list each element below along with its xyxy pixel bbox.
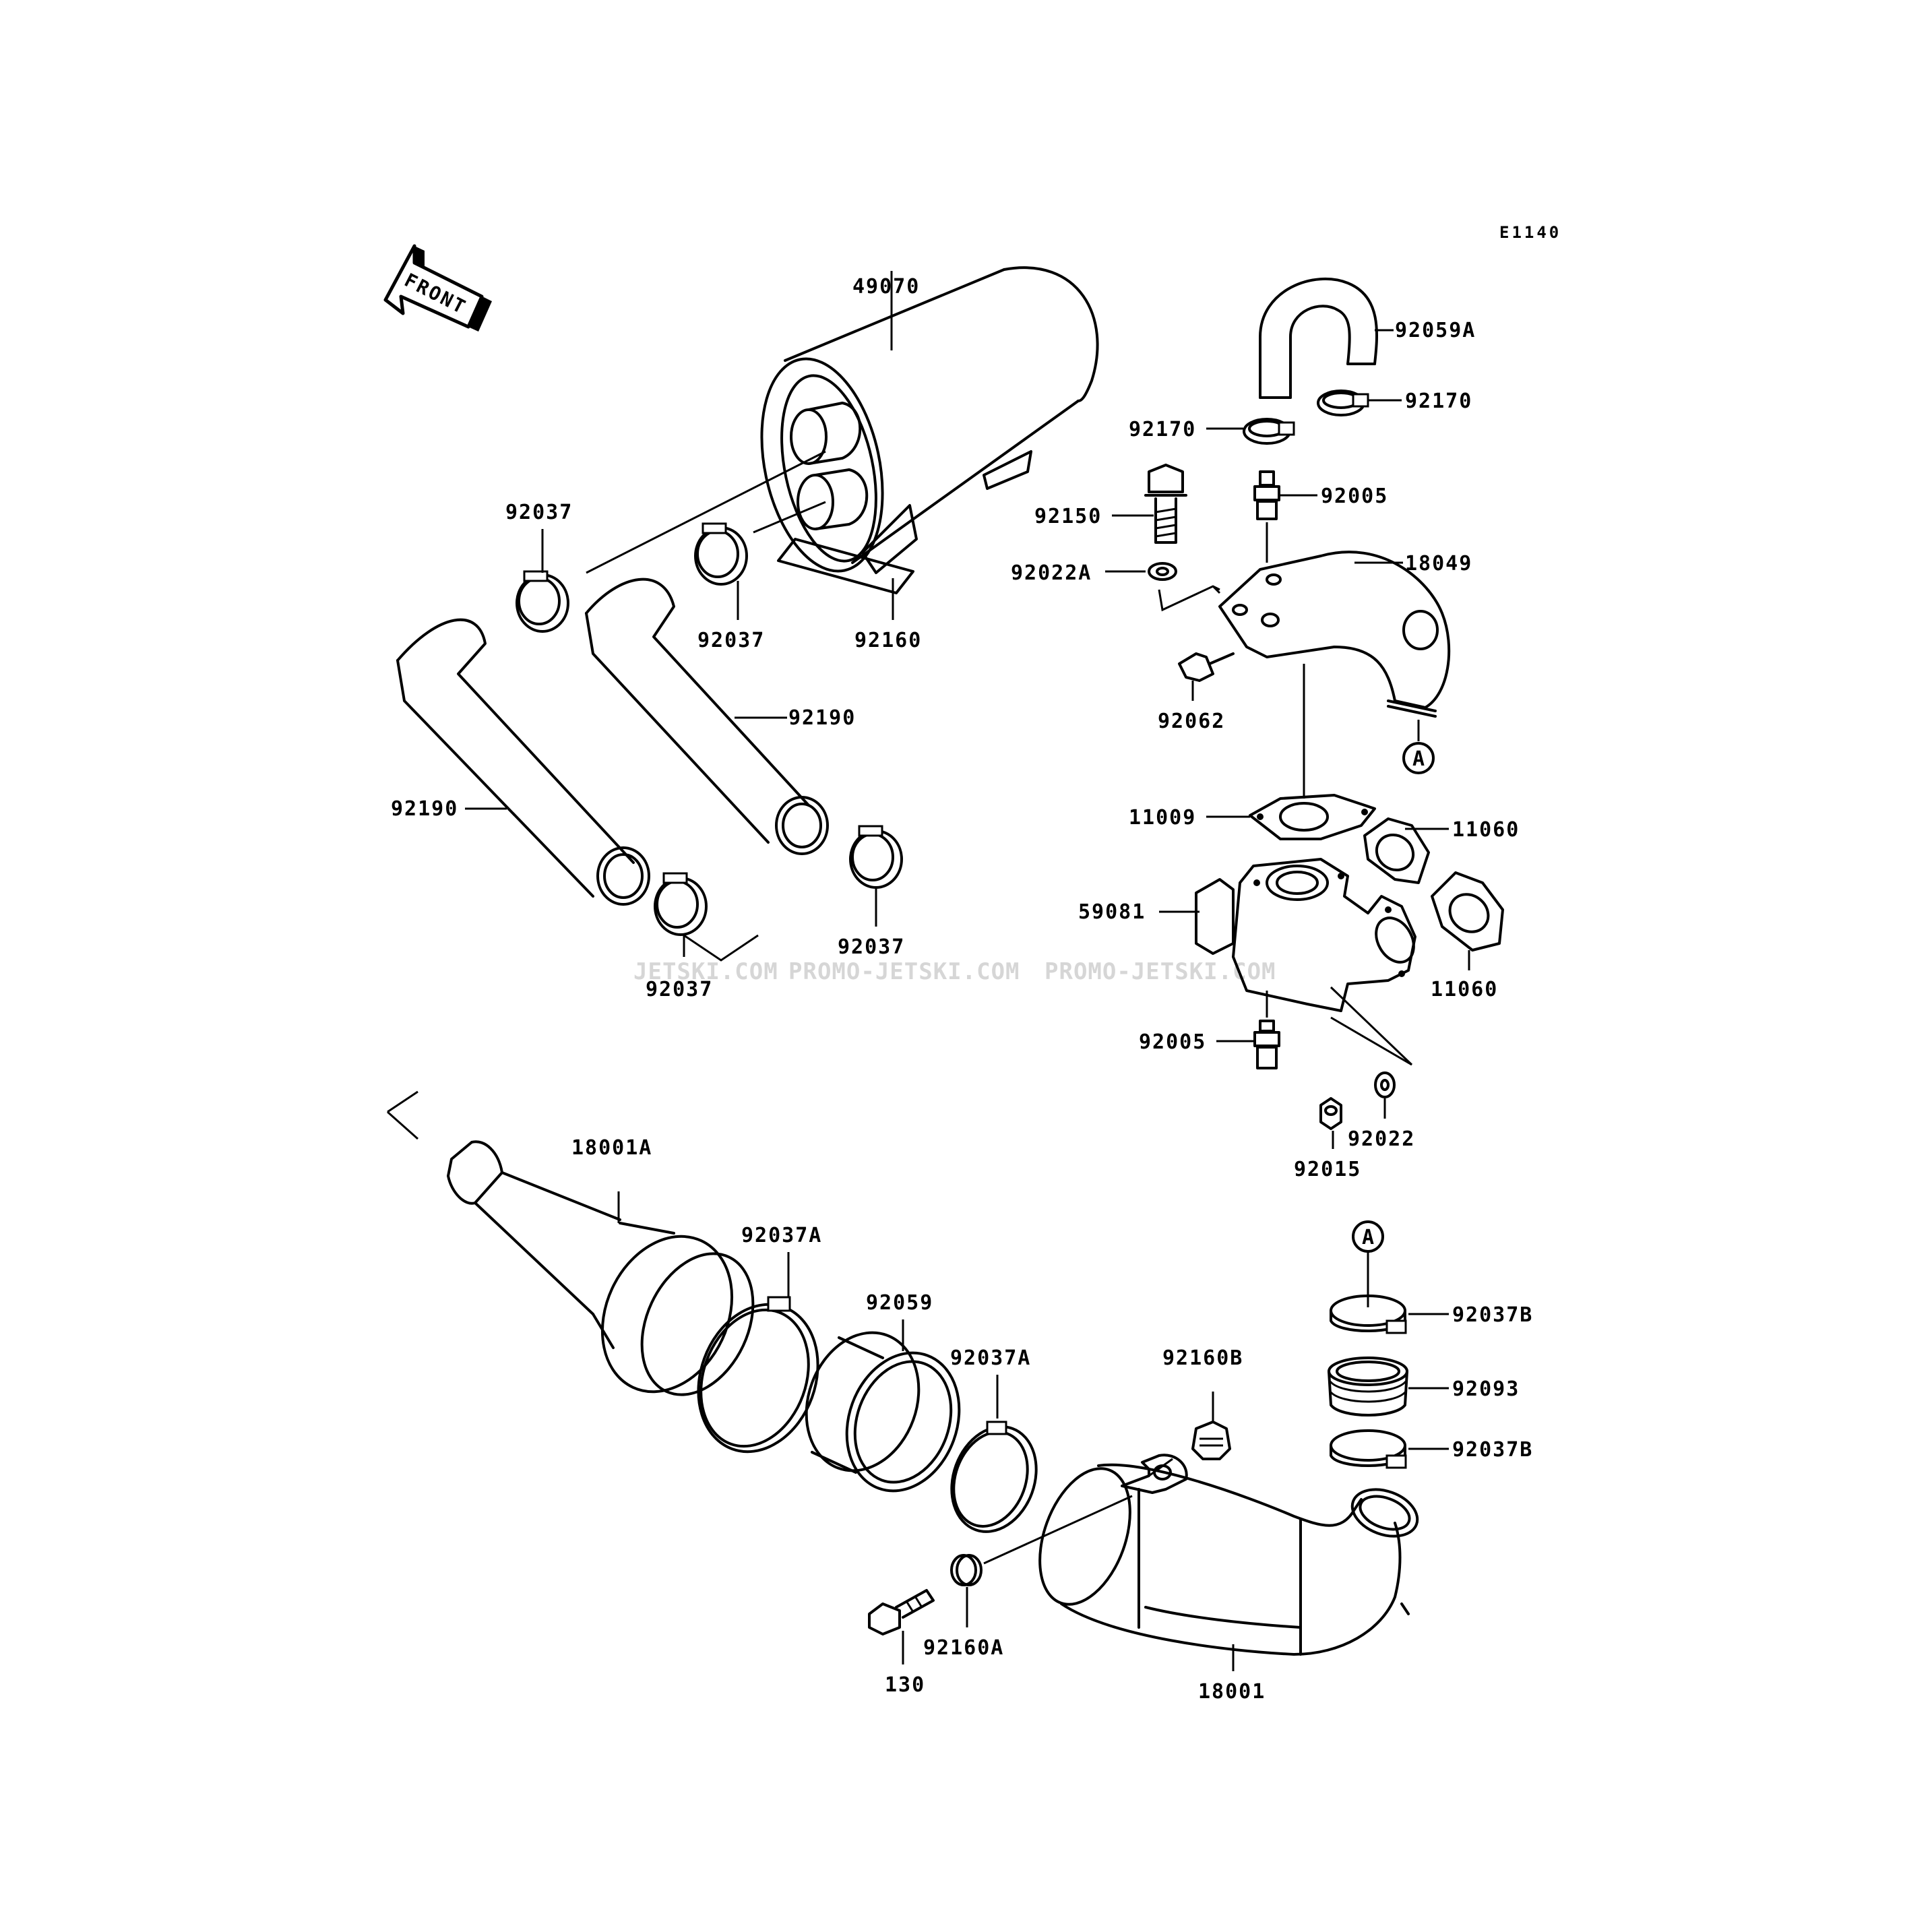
nut-92015 (1319, 1097, 1342, 1130)
label-92037B-bottom: 92037B (1452, 1438, 1533, 1462)
label-92093: 92093 (1452, 1377, 1520, 1401)
svg-text:A: A (1362, 1226, 1375, 1249)
label-92150: 92150 (1034, 505, 1102, 528)
hose-92190-right (585, 578, 829, 855)
pipe-18001 (1038, 1454, 1419, 1656)
pipe-18001A (447, 1140, 755, 1396)
label-92037-a: 92037 (505, 501, 573, 524)
label-92005-bottom: 92005 (1139, 1030, 1206, 1054)
plug-92062 (1178, 652, 1235, 682)
clamp-92037B-top (1330, 1295, 1407, 1334)
coupler-92059 (805, 1331, 961, 1493)
watermark-3: PROMO-JETSKI.COM (1045, 958, 1276, 985)
label-92170-left: 92170 (1129, 418, 1196, 441)
label-92015: 92015 (1294, 1158, 1361, 1181)
label-11060-bottom: 11060 (1431, 978, 1498, 1001)
label-92170-right: 92170 (1405, 389, 1472, 413)
clamp-92170-right (1317, 389, 1369, 416)
clamp-92037A-left (697, 1296, 819, 1454)
label-92190-left: 92190 (391, 797, 458, 821)
bolt-92150 (1144, 464, 1187, 544)
label-92037-d: 92037 (838, 935, 905, 959)
gasket-11060-bottom (1431, 871, 1504, 952)
label-92005-top: 92005 (1321, 485, 1388, 508)
clamp-92037-d (849, 825, 903, 889)
fitting-92005-bottom (1253, 1020, 1280, 1069)
washer-92022A (1148, 562, 1177, 581)
diagram-code: E1140 (1499, 223, 1561, 242)
label-92062: 92062 (1158, 710, 1225, 733)
label-18049: 18049 (1405, 552, 1472, 575)
clamp-92170-left (1243, 418, 1295, 445)
fitting-92005-top (1253, 470, 1280, 520)
manifold-59081 (1195, 858, 1416, 1012)
grommet-92160A (950, 1554, 983, 1586)
watermark-2: PROMO-JETSKI.COM (788, 958, 1020, 985)
gasket-11060-top (1363, 817, 1430, 884)
label-92022A: 92022A (1011, 561, 1092, 585)
label-92037B-top: 92037B (1452, 1303, 1533, 1327)
gasket-11009 (1249, 794, 1376, 840)
label-18001A: 18001A (571, 1136, 652, 1160)
label-59081: 59081 (1078, 900, 1146, 924)
ref-marker-A-bottom: A (1352, 1220, 1384, 1253)
clamp-92037A-right (950, 1421, 1038, 1533)
ref-marker-A-top: A (1402, 742, 1435, 774)
washer-92022 (1374, 1071, 1396, 1098)
label-92059A: 92059A (1395, 319, 1476, 342)
clamp-92037-a (516, 570, 569, 633)
label-92037A-left: 92037A (741, 1224, 822, 1247)
clamp-92037-c (654, 872, 708, 936)
bolt-130 (868, 1589, 935, 1635)
label-11009: 11009 (1129, 806, 1196, 830)
hose-92059A (1259, 277, 1379, 399)
muffler-49070 (760, 266, 1099, 594)
hose-92190-left (396, 618, 650, 906)
label-11060-top: 11060 (1452, 818, 1520, 842)
front-arrow-icon: FRONT (383, 244, 492, 332)
label-92160B: 92160B (1162, 1346, 1243, 1370)
svg-text:A: A (1412, 747, 1426, 771)
label-92160: 92160 (854, 629, 922, 652)
plug-92160B (1191, 1421, 1231, 1460)
manifold-18049 (1218, 551, 1451, 718)
label-92160A: 92160A (923, 1636, 1004, 1660)
label-92190-right: 92190 (788, 706, 856, 730)
label-18001: 18001 (1198, 1680, 1266, 1704)
label-92037-b: 92037 (697, 629, 765, 652)
coupler-92093 (1328, 1357, 1408, 1416)
label-130: 130 (885, 1673, 925, 1697)
label-92059: 92059 (866, 1291, 933, 1315)
clamp-92037B-bottom (1330, 1429, 1407, 1469)
label-92037A-right: 92037A (950, 1346, 1031, 1370)
clamp-92037-b (694, 522, 748, 586)
watermark-1: JETSKI.COM (633, 958, 778, 985)
label-49070: 49070 (852, 275, 920, 299)
label-92037-c: 92037 (646, 978, 713, 1001)
label-92022: 92022 (1348, 1127, 1415, 1151)
